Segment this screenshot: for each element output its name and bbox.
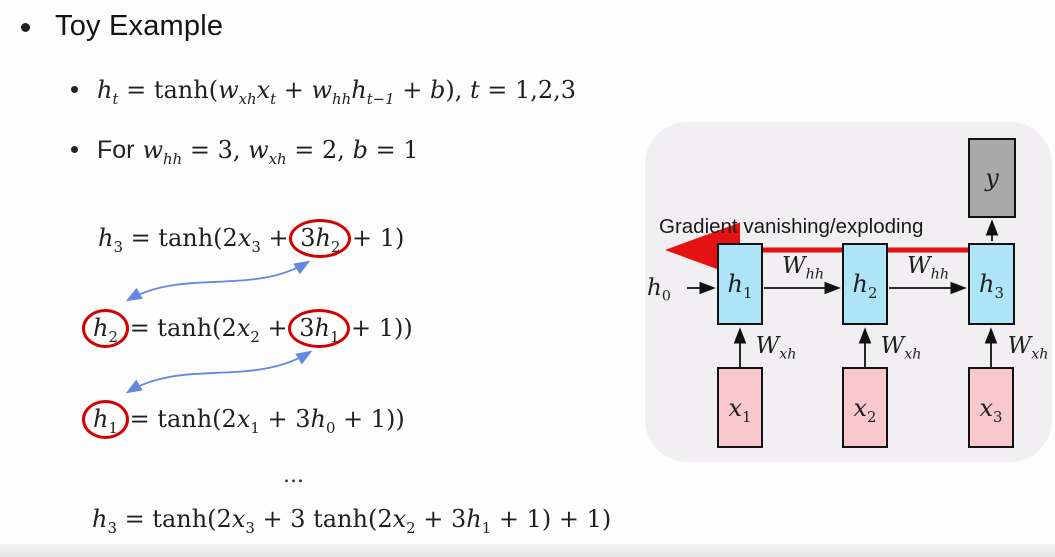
node-h1: h1 bbox=[717, 243, 763, 325]
highlight-circle: h1 bbox=[82, 400, 129, 439]
parameters-line: For whh = 3, wxh = 2, b = 1 bbox=[97, 133, 419, 167]
edge-label-whh-1: Whh bbox=[782, 253, 824, 283]
title-bullet-icon bbox=[21, 23, 30, 32]
dependency-arrow-h1 bbox=[125, 350, 313, 394]
node-x2-label: x2 bbox=[853, 393, 877, 426]
node-y: y bbox=[968, 138, 1016, 218]
equation-expanded: h3 = tanh(2x3 + 3 tanh(2x2 + 3h1 + 1) + … bbox=[92, 505, 612, 537]
equation-h1: h1 = tanh(2x1 + 3h0 + 1)) bbox=[82, 400, 405, 439]
sub-bullet-icon bbox=[71, 86, 78, 93]
ellipsis: ... bbox=[283, 463, 304, 488]
page-title: Toy Example bbox=[55, 10, 224, 42]
edge-label-wxh-3: Wxh bbox=[1007, 333, 1049, 363]
bottom-strip bbox=[0, 544, 1055, 557]
parameters-prefix: For bbox=[97, 136, 135, 164]
highlight-circle: 3h1 bbox=[288, 309, 351, 348]
node-h2-label: h2 bbox=[852, 270, 878, 302]
node-x1-label: x1 bbox=[728, 393, 752, 426]
highlight-circle: 3h2 bbox=[289, 219, 352, 258]
node-x3-label: x3 bbox=[979, 393, 1003, 426]
rnn-diagram-panel: Gradient vanishing/exploding y h0 h1 h2 … bbox=[645, 122, 1052, 462]
equation-h3: h3 = tanh(2x3 + 3h2 + 1) bbox=[98, 219, 404, 258]
node-h0-label: h0 bbox=[647, 275, 671, 305]
node-h3: h3 bbox=[968, 243, 1015, 325]
equation-definition: ht = tanh(wxhxt + whhht−1 + b), t = 1,2,… bbox=[97, 76, 577, 108]
edge-label-wxh-1: Wxh bbox=[755, 333, 797, 363]
node-y-label: y bbox=[985, 164, 999, 192]
node-x2: x2 bbox=[842, 367, 888, 448]
node-x1: x1 bbox=[717, 367, 763, 448]
highlight-circle: h2 bbox=[82, 309, 129, 348]
diagram-caption: Gradient vanishing/exploding bbox=[659, 215, 924, 238]
sub-bullet-icon bbox=[71, 146, 78, 153]
equation-h2: h2 = tanh(2x2 + 3h1 + 1)) bbox=[82, 309, 413, 348]
equation-parameters: whh = 3, wxh = 2, b = 1 bbox=[142, 136, 419, 168]
dependency-arrow-h2 bbox=[125, 260, 311, 302]
node-h2: h2 bbox=[842, 243, 888, 325]
node-h3-label: h3 bbox=[979, 270, 1004, 302]
node-h1-label: h1 bbox=[727, 270, 753, 302]
edge-label-whh-2: Whh bbox=[907, 253, 949, 283]
node-x3: x3 bbox=[968, 367, 1014, 448]
edge-label-wxh-2: Wxh bbox=[880, 333, 922, 363]
